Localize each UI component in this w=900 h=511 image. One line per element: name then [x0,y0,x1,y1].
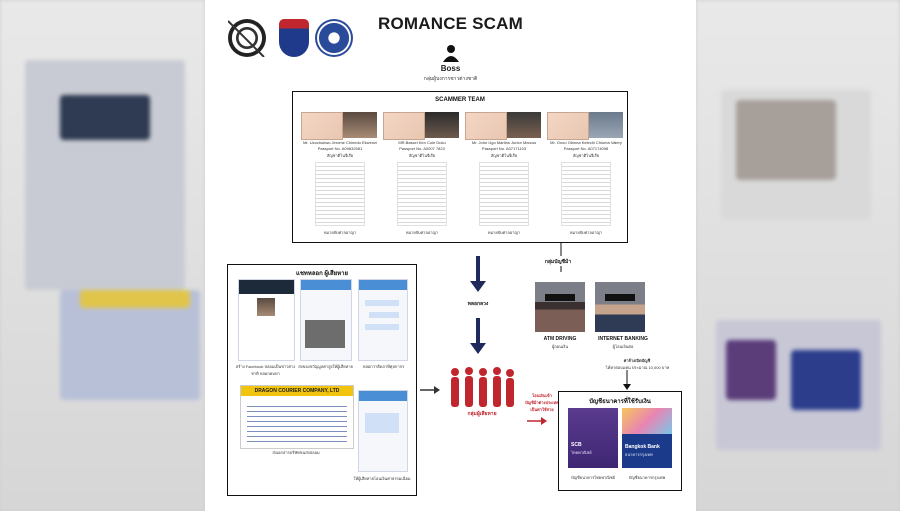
bank-sub: ไทยพาณิชย์ [571,450,592,455]
bank-sub: ธนาคารกรุงเทพ [625,452,653,457]
shield-badge-logo [279,19,309,57]
atm-label: ATM DRIVING [543,336,577,342]
flow-arrow-down [476,256,480,282]
member-passport: Passport No. A07171103 [481,146,527,151]
suspect-photo [343,112,377,138]
blurred-panel [791,350,861,410]
arrow-right-red-icon [527,417,547,425]
bangkok-bank-card: Bangkok Bank ธนาคารกรุงเทพ [622,408,672,468]
courier-header: DRAGON COURIER COMPANY, LTD [241,386,353,396]
warrant-label: หมายจับศาลอาญา [569,230,603,235]
flow-arrow-head [470,343,486,354]
member-name: Mr. John Ugo Martins Junior Marcus [471,140,537,145]
censor-bar [605,294,635,301]
deceive-label: หลอกลวง [467,301,489,307]
chat-screenshot [358,279,408,361]
bank-name: Bangkok Bank [625,444,660,450]
member-name: MR.Bassel Ken Cole Duku [398,140,446,145]
bank-accounts-title: บัญชีธนาคารที่ใช้รับเงิน [589,399,651,405]
passport-photo [547,112,589,140]
blurred-panel [80,290,190,308]
member-status: สัญชาติไนจีเรีย [326,153,354,158]
courier-document: DRAGON COURIER COMPANY, LTD [240,385,354,449]
scb-bank-card: SCB ไทยพาณิชย์ [568,408,618,468]
chat-screenshot [300,279,352,361]
member-name: Mr. Uzochukwu Jerome Chinedu Ekwenzi [303,140,377,145]
internet-banking-sub: ผู้โอนเงินต่อ [612,344,634,349]
blurred-panel [736,100,836,180]
scammer-team-title: SCAMMER TEAM [435,97,485,103]
arrow-down-icon [623,370,631,390]
team-member-card: Mr. Uzochukwu Jerome Chinedu Ekwenzi Pas… [301,112,379,237]
payment-chat-screenshot [358,390,408,472]
passport-photo [301,112,343,140]
flow-arrow-head [470,281,486,292]
member-status: สัญชาติไนจีเรีย [490,153,518,158]
chat-evidence-title: แชทหลอก ผู้เสียหาย [295,271,348,277]
warrant-label: หมายจับศาลอาญา [487,230,521,235]
transfer-note: โอนเงินเข้า บัญชีม้าต่างประเทศ เป็นค่าใช… [525,393,559,412]
warrant-document [561,162,611,226]
suspect-photo [589,112,623,138]
member-status: สัญชาติไนจีเรีย [408,153,436,158]
infographic: ROMANCE SCAM Boss กลุ่มผู้บงการชาวต่างชา… [205,0,696,511]
chat-evidence-box: แชทหลอก ผู้เสียหาย สร้าง Facebook ปลอมเป… [227,264,417,496]
warrant-document [397,162,447,226]
passport-photo [465,112,507,140]
blurred-panel [60,95,150,140]
team-member-card: Mr. John Ugo Martins Junior Marcus Passp… [465,112,543,237]
chat-caption: ส่งของขวัญมูลค่าสูงให้ผู้เสียหาย [298,364,353,369]
team-member-card: Mr. Onoo Obinna Kelechi Chioma Valery Pa… [547,112,625,237]
censor-bar [545,294,575,301]
bank-accounts-box: บัญชีธนาคารที่ใช้รับเงิน SCB ไทยพาณิชย์ … [558,391,682,491]
mule-amount: ได้ค่าตอบแทน ประมาณ 10,000 บาท [605,365,670,370]
boss-label: Boss [440,64,461,73]
victim-group-icon [451,367,514,407]
suspect-photo [425,112,459,138]
scammer-team-box: SCAMMER TEAM Mr. Uzochukwu Jerome Chined… [292,91,628,243]
payment-caption: ให้ผู้เสียหายโอนเงินค่าธรรมเนียม [353,476,411,481]
person-icon [443,45,459,62]
atm-sub: ผู้ถอนเงิน [552,344,568,349]
bank-caption: บัญชีธนาคารกรุงเทพ [628,475,666,480]
arrow-right-icon [420,386,440,394]
team-member-card: MR.Bassel Ken Cole Duku Passport No. A00… [383,112,461,237]
bank-caption: บัญชีธนาคารไทยพาณิชย์ [571,475,615,480]
victim-group-label: กลุ่มผู้เสียหาย [467,411,497,417]
courier-caption: ส่งเอกสารบริษัทขนส่งปลอม [272,450,320,455]
agency-seal-logo [315,19,353,57]
mule-photo-male [595,282,645,332]
mule-photo-female [535,282,585,332]
warrant-document [479,162,529,226]
page-title: ROMANCE SCAM [377,14,523,33]
warrant-label: หมายจับศาลอาญา [405,230,439,235]
member-passport: Passport No. A07174098 [563,146,609,151]
facebook-profile-screenshot [238,279,295,361]
warrant-document [315,162,365,226]
blurred-background-right [696,0,900,511]
member-status: สัญชาติไนจีเรีย [572,153,600,158]
suspect-photo [507,112,541,138]
connector-lines [560,242,562,272]
police-emblem-logo [228,19,266,57]
mule-rate: ค่าจ้างเปิดบัญชี [623,358,651,363]
passport-photo [383,112,425,140]
blurred-background-left [0,0,205,511]
blurred-panel [60,290,200,400]
member-passport: Passport No. A0007 7823 [399,146,445,151]
bank-name: SCB [571,442,582,448]
mule-title: กลุ่มบัญชีม้า [544,259,572,265]
chat-caption: หลอกว่าติดภาษีศุลกากร [362,364,405,369]
member-name: Mr. Onoo Obinna Kelechi Chioma Valery [550,140,622,145]
blurred-panel [726,340,776,400]
internet-banking-label: INTERNET BANKING [598,336,648,342]
warrant-label: หมายจับศาลอาญา [323,230,357,235]
chat-caption: สร้าง Facebook ปลอมเป็นชาวต่างชาติ หลอกค… [235,364,296,376]
boss-subtitle: กลุ่มผู้บงการชาวต่างชาติ [423,76,478,82]
flow-arrow-down [476,318,480,344]
member-passport: Passport No. A09832981 [317,146,363,151]
